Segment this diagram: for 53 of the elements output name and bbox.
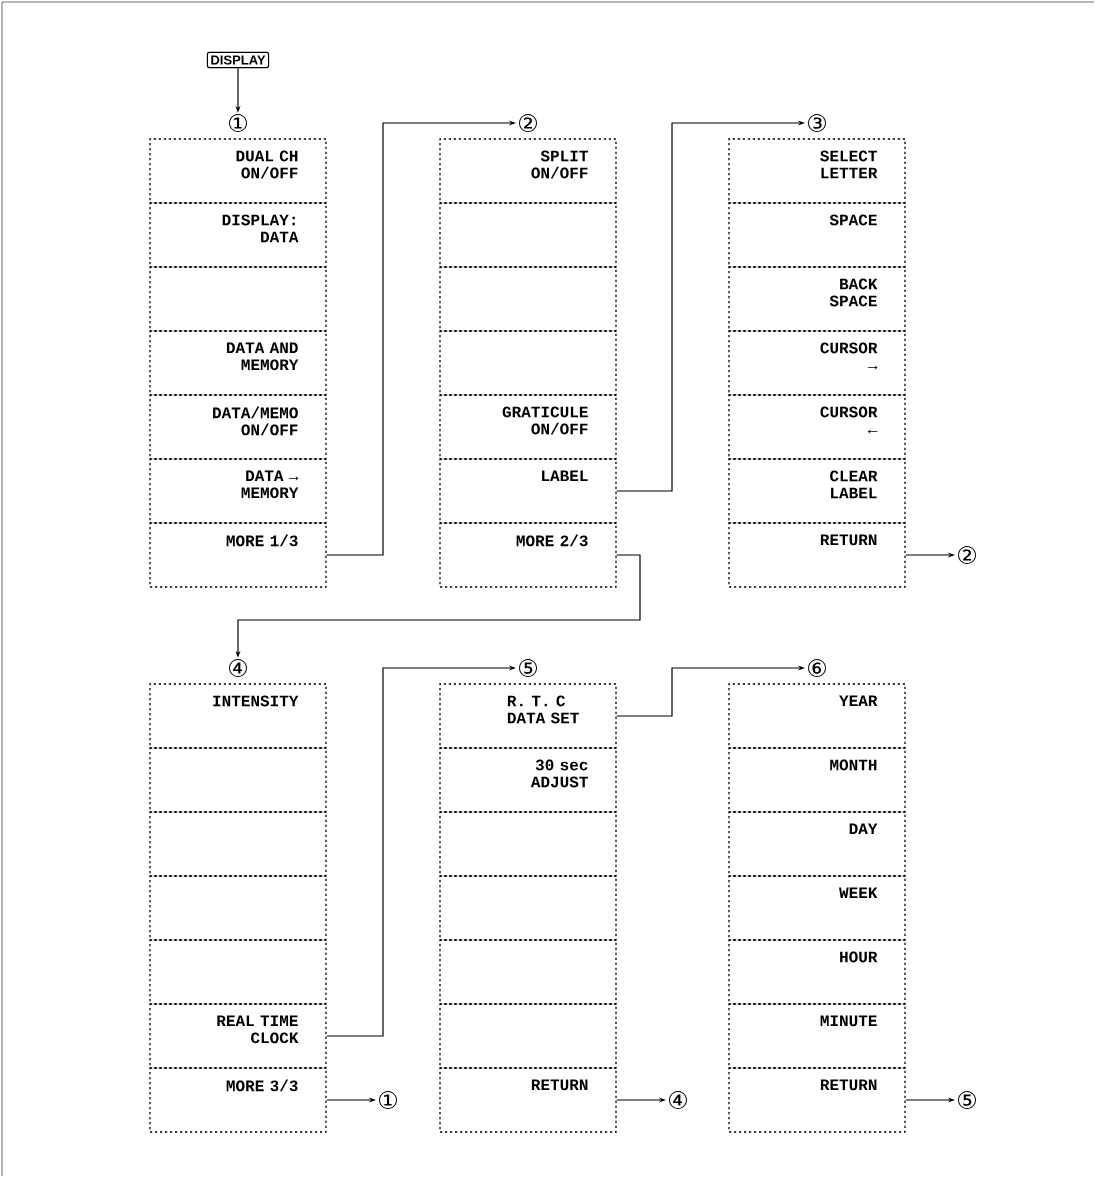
menu-cell: REAL TIME CLOCK (149, 1003, 327, 1069)
circled-number: ④ (669, 1091, 687, 1109)
circled-number: ① (229, 114, 247, 132)
empty-menu-cell (439, 939, 617, 1005)
circled-number: ② (519, 114, 537, 132)
empty-menu-cell (439, 202, 617, 268)
menu-cell: MORE 1/3 (149, 522, 327, 588)
menu-cell: 30 sec ADJUST (439, 747, 617, 813)
menu-cell: RETURN (728, 522, 906, 588)
circled-number: ⑤ (519, 659, 537, 677)
empty-menu-cell (149, 747, 327, 813)
circled-number: ① (379, 1091, 397, 1109)
menu-cell: CLEAR LABEL (728, 458, 906, 524)
circled-number: ⑤ (958, 1091, 976, 1109)
menu-cell: MORE 2/3 (439, 522, 617, 588)
menu-cell: WEEK (728, 875, 906, 941)
empty-menu-cell (439, 266, 617, 332)
empty-menu-cell (149, 875, 327, 941)
menu-cell: DATA → MEMORY (149, 458, 327, 524)
menu-cell: CURSOR → (728, 330, 906, 396)
menu-cell: RETURN (728, 1067, 906, 1133)
menu-cell: SELECT LETTER (728, 138, 906, 204)
menu-cell: DATA/MEMO ON/OFF (149, 394, 327, 460)
menu-cell: R. T. C DATA SET (439, 683, 617, 749)
empty-menu-cell (439, 875, 617, 941)
menu-cell: MORE 3/3 (149, 1067, 327, 1133)
empty-menu-cell (439, 1003, 617, 1069)
menu-cell: HOUR (728, 939, 906, 1005)
menu-cell: DAY (728, 811, 906, 877)
menu-cell: DUAL CH ON/OFF (149, 138, 327, 204)
menu-cell: YEAR (728, 683, 906, 749)
menu-cell: MINUTE (728, 1003, 906, 1069)
menu-cell: INTENSITY (149, 683, 327, 749)
empty-menu-cell (439, 811, 617, 877)
menu-cell: SPACE (728, 202, 906, 268)
menu-cell: GRATICULE ON/OFF (439, 394, 617, 460)
menu-cell: MONTH (728, 747, 906, 813)
empty-menu-cell (149, 939, 327, 1005)
circled-number: ④ (229, 659, 247, 677)
empty-menu-cell (149, 811, 327, 877)
menu-cell: RETURN (439, 1067, 617, 1133)
empty-menu-cell (149, 266, 327, 332)
menu-cell: DATA AND MEMORY (149, 330, 327, 396)
menu-cell: CURSOR ← (728, 394, 906, 460)
key-button: DISPLAY (206, 51, 270, 69)
circled-number: ② (958, 546, 976, 564)
circled-number: ③ (808, 114, 826, 132)
menu-cell: SPLIT ON/OFF (439, 138, 617, 204)
circled-number: ⑥ (808, 659, 826, 677)
menu-cell: DISPLAY: DATA (149, 202, 327, 268)
menu-cell: LABEL (439, 458, 617, 524)
menu-cell: BACK SPACE (728, 266, 906, 332)
empty-menu-cell (439, 330, 617, 396)
